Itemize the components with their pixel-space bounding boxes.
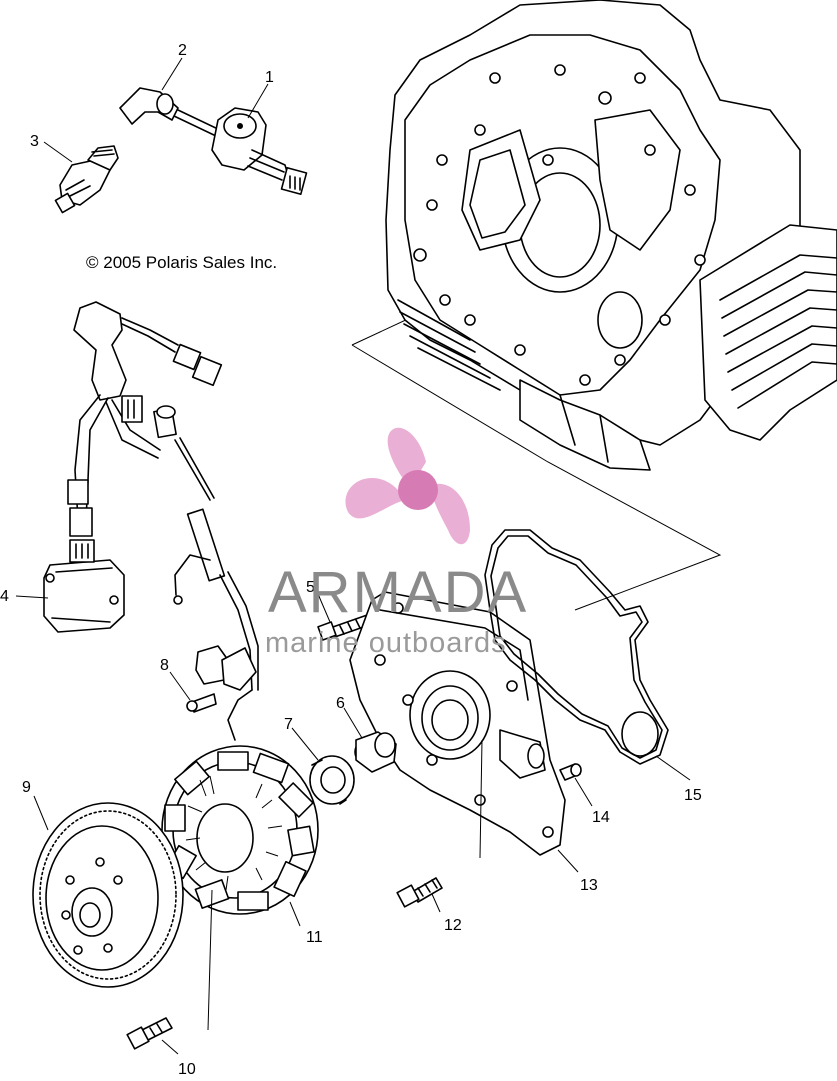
oil-seal [309, 755, 355, 805]
cdi-module [43, 539, 125, 633]
cooling-fins-left [397, 299, 501, 391]
callout-11: 11 [306, 929, 323, 946]
bolt-10 [126, 1017, 173, 1050]
callout-2: 2 [178, 42, 187, 59]
cooling-fins-right [719, 254, 837, 409]
callout-5: 5 [306, 579, 315, 596]
pickup-sensor [186, 645, 257, 713]
callout-14: 14 [592, 809, 610, 826]
bolt-12 [396, 877, 443, 908]
watermark-title: ARMADA [268, 560, 528, 625]
watermark-subtitle: marine outboards [265, 627, 507, 659]
spark-plug [54, 145, 119, 214]
callout-9: 9 [22, 779, 31, 796]
cover-gasket [484, 529, 669, 765]
copyright-notice: © 2005 Polaris Sales Inc. [86, 253, 277, 272]
crankcase-illustration [351, 0, 837, 611]
callout-13: 13 [580, 877, 598, 894]
callout-1: 1 [265, 69, 274, 86]
dowel-pin [559, 763, 582, 781]
stator-coil [161, 745, 319, 915]
callout-4: 4 [0, 588, 9, 605]
flywheel [32, 802, 184, 988]
armada-watermark: ARMADA marine outboards [265, 427, 528, 659]
leader-lines [15, 57, 691, 1055]
bushing [354, 731, 397, 773]
callout-12: 12 [444, 917, 462, 934]
crankcase-bolt-bosses [413, 64, 706, 386]
wiring-harness [67, 301, 259, 741]
ignition-coil [173, 107, 308, 196]
callout-6: 6 [336, 695, 345, 712]
callout-8: 8 [160, 657, 169, 674]
callout-labels: 1 2 3 4 5 6 7 8 9 10 11 12 13 14 15 [0, 42, 702, 1078]
callout-7: 7 [284, 716, 293, 733]
propeller-icon [345, 427, 470, 545]
callout-3: 3 [30, 133, 39, 150]
stator-cover [349, 591, 566, 856]
callout-15: 15 [684, 787, 702, 804]
spark-plug-cap [119, 87, 179, 125]
callout-10: 10 [178, 1061, 196, 1076]
